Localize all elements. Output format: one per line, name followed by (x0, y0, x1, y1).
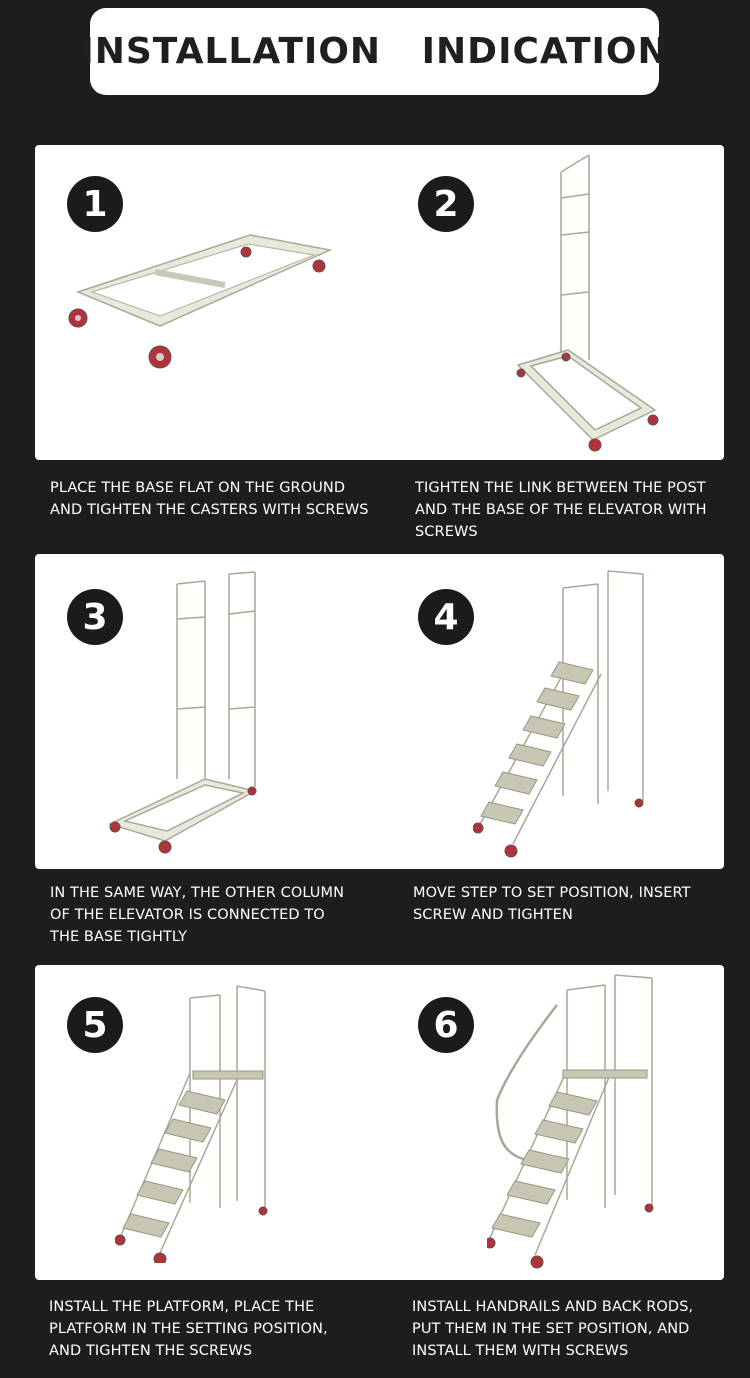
steps-panel-3-4: 3 4 (35, 554, 724, 869)
step-3-caption: IN THE SAME WAY, THE OTHER COLUMN OF THE… (50, 885, 345, 945)
step-2-number-badge: 2 (418, 176, 474, 232)
page-title: INSTALLATION INDICATION (80, 31, 669, 72)
step-4-number-badge: 4 (418, 589, 474, 645)
steps-panel-5-6: 5 6 (35, 965, 724, 1280)
step-2-caption: TIGHTEN THE LINK BETWEEN THE POST AND TH… (415, 480, 707, 540)
step-5-number-badge: 5 (67, 997, 123, 1053)
step-6-handrails-installed-illustration (487, 974, 654, 1269)
step-1-number-badge: 1 (67, 176, 123, 232)
step-6-number-badge: 6 (418, 997, 474, 1053)
step-1-base-frame-illustration (68, 234, 333, 369)
step-4-steps-installed-illustration (473, 570, 644, 858)
step-2-post-on-base-illustration (516, 154, 659, 452)
step-5-caption: INSTALL THE PLATFORM, PLACE THE PLATFORM… (49, 1299, 328, 1359)
step-6-caption: INSTALL HANDRAILS AND BACK RODS, PUT THE… (412, 1299, 694, 1359)
step-1-caption: PLACE THE BASE FLAT ON THE GROUND AND TI… (50, 480, 369, 518)
step-4-caption: MOVE STEP TO SET POSITION, INSERT SCREW … (413, 885, 691, 923)
steps-panel-1-2: 1 2 (35, 145, 724, 460)
step-5-platform-installed-illustration (115, 985, 268, 1263)
step-3-two-columns-illustration (107, 571, 258, 854)
title-banner: INSTALLATION INDICATION (80, 8, 668, 95)
step-3-number-badge: 3 (67, 589, 123, 645)
